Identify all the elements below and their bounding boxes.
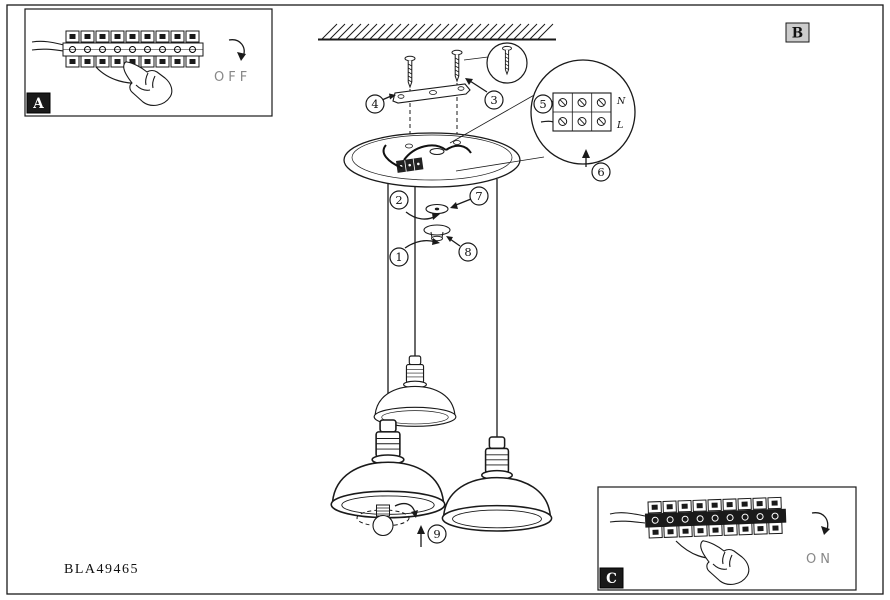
canopy-wires (382, 144, 472, 169)
bulb-assembly (356, 502, 425, 547)
live-label: L (616, 120, 623, 131)
callout-5-number: 5 (539, 97, 546, 111)
rotate-arrow-2 (405, 211, 440, 220)
rotate-arrow-head (821, 526, 830, 535)
pendant-cables (387, 179, 498, 438)
rotate-arrow-icon (811, 512, 829, 531)
callout-4: 4 (365, 94, 385, 114)
panel-b-letter: B (792, 26, 803, 42)
mounting-bracket (392, 83, 471, 104)
terminal-block-detail (540, 92, 612, 132)
panel-a: OFF A (24, 8, 273, 117)
off-label: OFF (214, 70, 251, 85)
callout-8-number: 8 (464, 245, 471, 259)
canopy (343, 132, 521, 188)
cord-grip-top (425, 203, 449, 215)
terminal-strip-c (609, 497, 787, 559)
pointer-arrow-7 (450, 198, 472, 209)
pointer-arrow-8 (446, 236, 461, 247)
neutral-label: N (616, 96, 626, 107)
callout-1: 1 (389, 247, 409, 267)
callout-1-number: 1 (395, 250, 402, 264)
bulb-icon (372, 504, 394, 537)
canopy-terminal-block (396, 157, 424, 173)
supply-wires (31, 40, 65, 52)
callout-3-number: 3 (490, 93, 497, 107)
callout-7: 7 (469, 186, 489, 206)
callout-6: 6 (591, 162, 611, 182)
terminal-strip-a (31, 31, 204, 84)
rotate-arrow-1 (404, 238, 440, 249)
rotate-arrow-9 (394, 502, 416, 514)
callout-3: 3 (484, 90, 504, 110)
callout-9-number: 9 (433, 527, 440, 541)
panel-a-letter: A (32, 96, 44, 112)
callout-6-number: 6 (597, 165, 604, 179)
supply-wires (609, 512, 646, 524)
panel-a-tag: A (26, 92, 51, 114)
callout-8: 8 (458, 242, 478, 262)
on-label: ON (806, 552, 834, 567)
terminal-magnifier: N L (449, 59, 636, 172)
pointer-arrow-3 (465, 78, 488, 93)
up-arrow-icon (417, 525, 425, 534)
up-arrow-icon (582, 149, 590, 158)
arrow-to-magnifier (582, 149, 590, 167)
panel-b-tag: B (785, 22, 810, 43)
rotate-arrow-head (237, 52, 246, 61)
callout-9: 9 (427, 524, 447, 544)
model-number: BLA49465 (64, 562, 139, 577)
screw-detail-magnifier (463, 42, 528, 84)
panel-c: ON C (597, 486, 857, 591)
callout-2: 2 (389, 190, 409, 210)
callout-2-number: 2 (395, 193, 402, 207)
ceiling-hatch (318, 23, 556, 41)
callout-7-number: 7 (475, 189, 482, 203)
panel-c-letter: C (606, 571, 617, 587)
panel-c-tag: C (599, 567, 624, 589)
cord-grip-cup (423, 224, 451, 242)
callout-5: 5 (533, 94, 553, 114)
callout-4-number: 4 (371, 97, 378, 111)
